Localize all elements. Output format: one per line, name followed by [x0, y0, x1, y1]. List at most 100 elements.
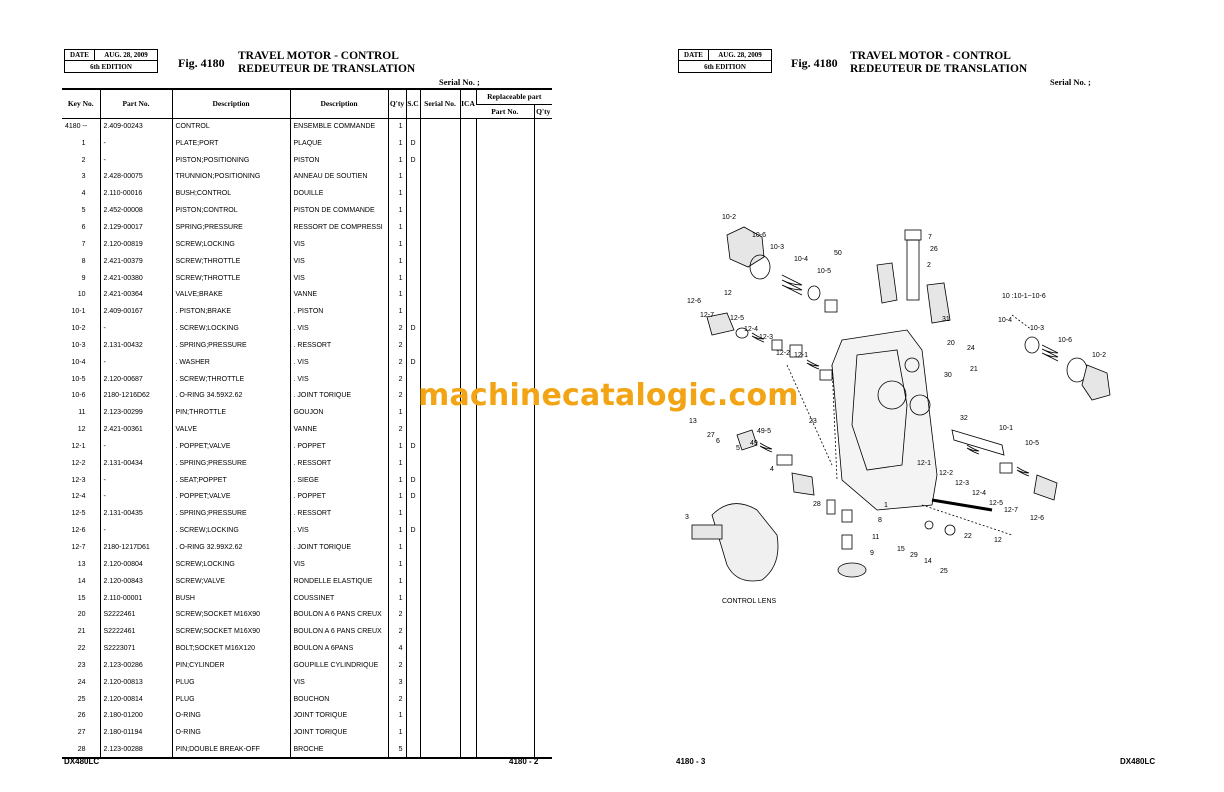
- ica-cell: [459, 421, 476, 439]
- qty-cell: 2: [387, 353, 406, 371]
- key-no-cell: 21: [77, 628, 86, 636]
- key-no-cell: 9: [81, 274, 86, 282]
- rep-part-no-cell: [475, 724, 534, 742]
- rep-part-no-cell: [475, 657, 534, 674]
- description-fr-cell: VIS: [289, 235, 388, 253]
- description-cell: TRUNNION;POSITIONING: [171, 168, 290, 186]
- part-no-cell: 2.180-01200: [99, 707, 172, 725]
- key-no-cell: 12: [77, 426, 86, 434]
- sc-cell: [405, 539, 420, 556]
- piston-part: [906, 239, 920, 301]
- description-fr-cell: JOINT TORIQUE: [289, 724, 388, 742]
- rep-qty-cell: [533, 269, 552, 287]
- description-cell: PIN;DOUBLE BREAK-OFF: [171, 741, 290, 760]
- callout-label: 26: [930, 246, 938, 253]
- col-ica: ICA: [459, 88, 476, 119]
- col-part-no: Part No.: [99, 88, 172, 119]
- col-description: Description: [171, 88, 290, 119]
- sc-cell: D: [405, 151, 420, 169]
- key-no-cell: 15: [77, 594, 86, 602]
- key-no-cell: 12-1: [71, 442, 86, 450]
- description-cell: SCREW;SOCKET M16X90: [171, 606, 290, 624]
- washer-part: [1024, 336, 1040, 354]
- description-fr-cell: . RESSORT: [289, 505, 388, 523]
- key-no-cell: 28: [62, 741, 100, 760]
- rep-qty-cell: [533, 555, 552, 573]
- rep-part-no-cell: [475, 353, 534, 371]
- callout-label: 10 :10-1~10-6: [1002, 293, 1046, 300]
- key-no-cell: 6: [81, 223, 86, 231]
- ica-cell: [459, 690, 476, 708]
- ica-cell: [459, 707, 476, 725]
- callout-label: 30: [944, 372, 952, 379]
- col-key-no: Key No.: [62, 88, 100, 119]
- spring-part: [1016, 466, 1030, 477]
- callout-label: 5: [736, 445, 740, 452]
- description-cell: . WASHER: [171, 353, 290, 371]
- rep-qty-cell: [533, 252, 552, 270]
- part-no-cell: -: [99, 151, 172, 169]
- serial-no-cell: [419, 454, 460, 472]
- qty-cell: 1: [387, 303, 406, 321]
- part-no-cell: -: [99, 471, 172, 489]
- serial-no-cell: [419, 404, 460, 422]
- callout-label: 12-3: [759, 334, 773, 341]
- part-no-cell: -: [99, 438, 172, 455]
- serial-no-cell: [419, 421, 460, 439]
- seat-part: [999, 462, 1013, 474]
- valve-part: [926, 282, 951, 324]
- sc-cell: [405, 572, 420, 590]
- qty-cell: 1: [387, 539, 406, 556]
- key-no-cell: 20: [77, 611, 86, 619]
- screw-part: [1033, 474, 1058, 501]
- description-fr-cell: VIS: [289, 555, 388, 573]
- key-no-cell: 10-2: [71, 325, 86, 333]
- callout-label: 23: [809, 418, 817, 425]
- sc-cell: [405, 118, 420, 135]
- figure-number: Fig. 4180: [791, 56, 838, 70]
- ica-cell: [459, 134, 476, 152]
- rep-part-no-cell: [475, 370, 534, 388]
- col-rep-qty: Q'ty: [533, 103, 552, 119]
- figure-title: TRAVEL MOTOR - CONTROL REDEUTEUR DE TRAN…: [238, 50, 415, 76]
- callout-label: 1: [884, 502, 888, 509]
- description-fr-cell: BOULON A 6 PANS CREUX: [289, 623, 388, 641]
- callout-label: 10-3: [1030, 325, 1044, 332]
- qty-cell: 1: [387, 151, 406, 169]
- sc-cell: [405, 589, 420, 607]
- plug-part: [944, 524, 956, 536]
- rep-qty-cell: [533, 707, 552, 725]
- rep-qty-cell: [533, 471, 552, 489]
- rep-qty-cell: [533, 673, 552, 691]
- part-no-cell: 2.120-00813: [99, 673, 172, 691]
- rep-qty-cell: [533, 134, 552, 152]
- callout-label: 12: [724, 290, 732, 297]
- callout-label: 10-4: [794, 256, 808, 263]
- key-no-cell: 25: [77, 695, 86, 703]
- col-rep-part-no: Part No.: [476, 103, 534, 119]
- title-french: REDEUTEUR DE TRANSLATION: [238, 63, 416, 75]
- rep-part-no-cell: [475, 168, 534, 186]
- serial-no-cell: [419, 336, 460, 354]
- key-no-cell: 12-2: [71, 459, 86, 467]
- sc-cell: [405, 657, 420, 674]
- rep-part-no-cell: [475, 690, 534, 708]
- ica-cell: [459, 286, 476, 304]
- serial-no-cell: [419, 690, 460, 708]
- ica-cell: [459, 404, 476, 422]
- figure-title: TRAVEL MOTOR - CONTROL REDEUTEUR DE TRAN…: [850, 50, 1027, 76]
- part-no-cell: 2.421-00379: [99, 252, 172, 270]
- rep-part-no-cell: [475, 421, 534, 439]
- spring-part: [759, 442, 773, 453]
